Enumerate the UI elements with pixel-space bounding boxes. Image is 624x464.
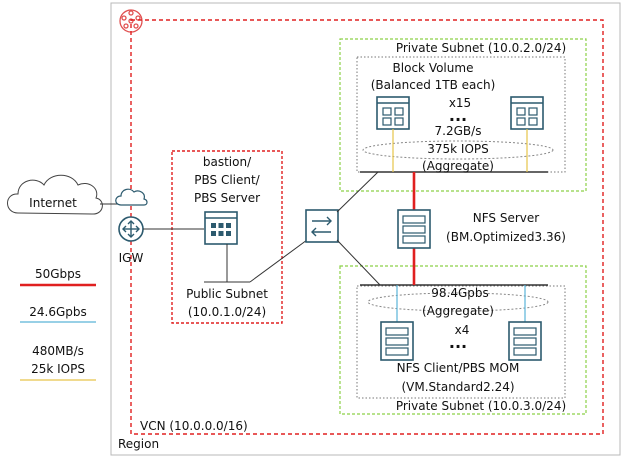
block-count-label: x15: [449, 96, 471, 110]
client-dots-label: ...: [449, 333, 467, 352]
vcn-label: VCN (10.0.0.0/16): [140, 419, 248, 433]
legend-24gbps-label: 24.6Gpbs: [29, 305, 87, 319]
client-server-icon-right: [508, 321, 542, 361]
client-throughput-label: 98.4Gpbs: [431, 286, 489, 300]
internet-label: Internet: [29, 196, 77, 210]
private-subnet-top-border: [339, 38, 587, 192]
nfs-server-label-2: (BM.Optimized3.36): [446, 230, 566, 244]
client-server-icon-left: [380, 321, 414, 361]
client-group-border: [356, 285, 566, 399]
switch-bottom-line: [336, 239, 381, 286]
block-volume-icon-right: [510, 96, 544, 130]
vcn-border: [130, 19, 604, 435]
block-volume-label-1: Block Volume: [393, 61, 474, 75]
block-throughput-label: 7.2GB/s: [435, 124, 482, 138]
bastion-label-2: PBS Client/: [194, 173, 260, 187]
client-label-2: (VM.Standard2.24): [401, 380, 514, 394]
client-aggregate-label: (Aggregate): [422, 304, 494, 318]
switch-top-line: [336, 171, 379, 213]
internet-cloud-icon: [7, 174, 103, 215]
block-iops-label: 375k IOPS: [427, 142, 489, 156]
public-subnet-border: [171, 150, 283, 324]
igw-router-icon: [118, 216, 144, 242]
bastion-server-icon: [204, 211, 238, 245]
region-label: Region: [118, 437, 159, 451]
igw-label: IGW: [119, 251, 144, 265]
client-count-label: x4: [455, 323, 470, 337]
bastion-label-1: bastion/: [203, 155, 252, 169]
private-subnet-bottom-border: [339, 265, 587, 415]
private-subnet-top-label: Private Subnet (10.0.2.0/24): [396, 41, 566, 55]
legend-50gbps-label: 50Gbps: [35, 267, 81, 281]
block-aggregate-oval: [362, 140, 554, 160]
nfs-server-label-1: NFS Server: [473, 211, 540, 225]
block-dots-label: ...: [449, 106, 467, 125]
legend-480mbs-label: 480MB/s: [32, 344, 84, 358]
public-subnet-label-2: (10.0.1.0/24): [188, 305, 266, 319]
legend: 50Gbps 24.6Gpbs 480MB/s 25k IOPS: [20, 267, 96, 381]
igw-cloud-icon: [115, 188, 148, 206]
legend-25kiops-label: 25k IOPS: [31, 362, 85, 376]
public-switch-line: [249, 239, 308, 283]
client-label-1: NFS Client/PBS MOM: [397, 361, 520, 375]
public-subnet-label-1: Public Subnet: [186, 287, 268, 301]
block-volume-icon-left: [376, 96, 410, 130]
client-aggregate-oval: [367, 292, 549, 312]
switch-icon: [305, 209, 339, 243]
bastion-label-3: PBS Server: [194, 191, 260, 205]
nfs-server-icon: [397, 209, 431, 249]
block-volume-label-2: (Balanced 1TB each): [371, 78, 496, 92]
private-subnet-bottom-label: Private Subnet (10.0.3.0/24): [396, 399, 566, 413]
region-border: [110, 2, 621, 456]
block-aggregate-label: (Aggregate): [422, 159, 494, 173]
